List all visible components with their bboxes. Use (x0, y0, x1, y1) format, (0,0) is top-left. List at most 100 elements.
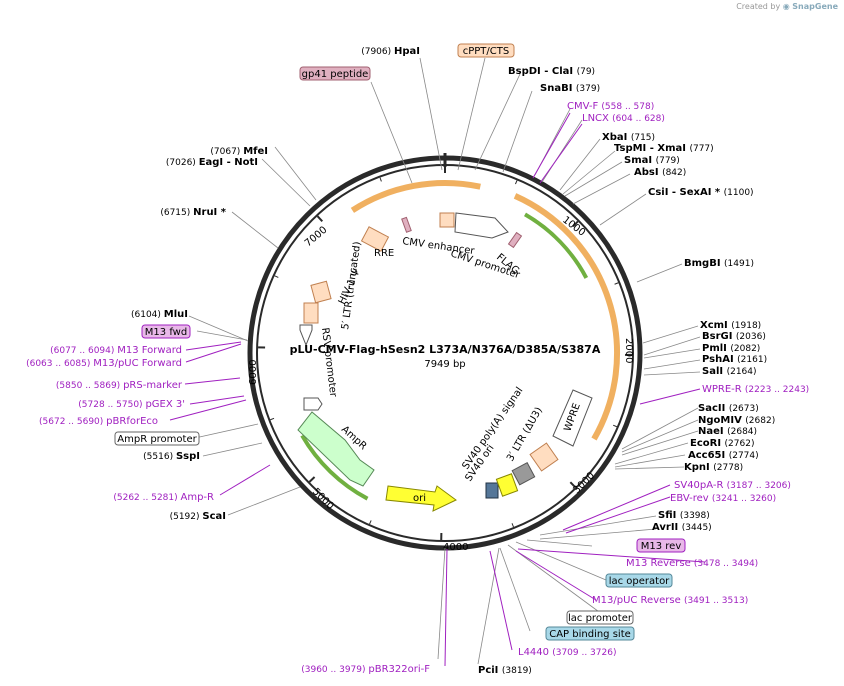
tick-mark (514, 180, 518, 185)
primer-name: pGEX 3' (145, 399, 185, 410)
gray-box (511, 462, 536, 486)
enzyme-position: (1918) (731, 321, 761, 331)
enzyme-name: SnaBI (540, 83, 576, 94)
enzyme-position: (3445) (682, 523, 712, 533)
primer-name: M13 Reverse (626, 558, 694, 569)
enzyme-name: EagI - NotI (199, 157, 258, 168)
tick-marks (258, 153, 633, 540)
tick-mark (572, 220, 579, 228)
enzyme-name: Acc65I (688, 450, 729, 461)
primer-name: M13 Forward (117, 345, 182, 356)
enzyme-label: (7067) MfeI (210, 146, 268, 157)
credit-brand: SnapGene (792, 2, 838, 11)
gp41-block (401, 216, 412, 233)
boxed-label-frame (457, 43, 515, 58)
ampr-arrow (297, 411, 375, 487)
enzyme-name: SmaI (624, 155, 656, 166)
boxed-label-text: gp41 peptide (302, 69, 369, 80)
enzyme-name: BmgBI (684, 258, 724, 269)
enzyme-label: AbsI (842) (634, 167, 686, 178)
enzyme-position: (7026) (166, 158, 199, 168)
enzyme-label: SmaI (779) (624, 155, 680, 166)
enzyme-label: NaeI (2684) (698, 426, 757, 437)
primer-label: (5262 .. 5281) Amp-R (113, 492, 214, 503)
boxed-label-text: lac operator (609, 576, 670, 587)
enzyme-position: (2778) (713, 463, 743, 473)
enzyme-label: AvrII (3445) (652, 522, 712, 533)
enzyme-name: NaeI (698, 426, 727, 437)
boxed-label-text: CAP binding site (549, 629, 631, 640)
primer-position: (3960 .. 3979) (301, 665, 368, 675)
enzyme-label: SacII (2673) (698, 403, 759, 414)
boxed-label: lac operator (605, 573, 673, 588)
enzyme-position: (7067) (210, 147, 243, 157)
feature-arc-orange-right (513, 193, 620, 441)
enzyme-name: TspMI - XmaI (614, 143, 689, 154)
feature-arc-orange (350, 180, 481, 213)
primer-position: (3709 .. 3726) (552, 648, 616, 658)
enzyme-label: Acc65I (2774) (688, 450, 759, 461)
primer-labels: CMV-F (558 .. 578)LNCX (604 .. 628)WPRE-… (26, 101, 809, 675)
primer-position: (6063 .. 6085) (26, 359, 93, 369)
enzyme-name: MfeI (243, 146, 268, 157)
enzyme-label: (6104) MluI (131, 309, 188, 320)
cppt-block (439, 212, 455, 228)
enzyme-label: PciI (3819) (478, 665, 532, 676)
sv40-ori-block (485, 482, 499, 499)
tick-mark (270, 417, 275, 421)
primer-name: pRS-marker (123, 380, 183, 391)
enzyme-position: (2673) (729, 404, 759, 414)
enzyme-name: PciI (478, 665, 502, 676)
tick-mark (274, 275, 279, 278)
enzyme-label: EcoRI (2762) (690, 438, 754, 449)
boxed-label-text: lac promoter (568, 613, 633, 624)
enzyme-position: (5192) (170, 512, 203, 522)
enzyme-position: (6104) (131, 310, 164, 320)
enzyme-label: PmlI (2082) (702, 343, 760, 354)
primer-position: (604 .. 628) (612, 114, 665, 124)
enzyme-label: TspMI - XmaI (777) (614, 143, 714, 154)
enzyme-position: (842) (662, 168, 686, 178)
enzyme-label: (7906) HpaI (361, 46, 420, 57)
enzyme-label: (5516) SspI (143, 451, 200, 462)
primer-label: M13/pUC Reverse (3491 .. 3513) (592, 595, 748, 606)
rsv-promoter-arrow (299, 324, 313, 347)
enzyme-label: SalI (2164) (702, 366, 757, 377)
tick-label-7000: 7000 (303, 225, 330, 250)
enzyme-name: AbsI (634, 167, 662, 178)
enzyme-position: (6715) (160, 208, 193, 218)
label-ori: ori (413, 493, 426, 504)
tick-label-2000: 2000 (623, 338, 634, 363)
boxed-label-text: M13 rev (641, 541, 682, 552)
enzyme-position: (2774) (729, 451, 759, 461)
enzyme-label: SnaBI (379) (540, 83, 600, 94)
enzyme-label: PshAI (2161) (702, 354, 767, 365)
boxed-label-frame (605, 573, 673, 588)
ltr-du3-block (529, 442, 559, 472)
enzyme-label: XcmI (1918) (700, 320, 761, 331)
primer-label: LNCX (604 .. 628) (582, 113, 665, 124)
primer-label: (3960 .. 3979) pBR322ori-F (301, 664, 430, 675)
boxed-label-text: M13 fwd (145, 327, 187, 338)
label-rre: RRE (374, 248, 394, 259)
primer-position: (3187 .. 3206) (727, 481, 791, 491)
boxed-label-frame (114, 431, 200, 446)
enzyme-name: EcoRI (690, 438, 725, 449)
enzyme-position: (379) (576, 84, 600, 94)
flag-block (507, 231, 523, 249)
hiv-psi-block (310, 280, 332, 304)
primer-name: EBV-rev (670, 493, 712, 504)
enzyme-label: (5192) ScaI (170, 511, 226, 522)
boxed-label-frame (566, 610, 634, 625)
boxed-label: M13 fwd (141, 324, 191, 339)
boxed-label-frame (545, 626, 635, 641)
primer-label: (6063 .. 6085) M13/pUC Forward (26, 358, 182, 369)
enzyme-label: CsiI - SexAI * (1100) (648, 187, 754, 198)
primer-name: CMV-F (567, 101, 601, 112)
enzyme-label: BspDI - ClaI (79) (508, 66, 595, 77)
enzyme-name: NgoMIV (698, 415, 745, 426)
enzyme-name: PshAI (702, 354, 737, 365)
enzyme-name: HpaI (394, 46, 420, 57)
sv40-polya-block (495, 473, 519, 497)
enzyme-position: (2164) (727, 367, 757, 377)
